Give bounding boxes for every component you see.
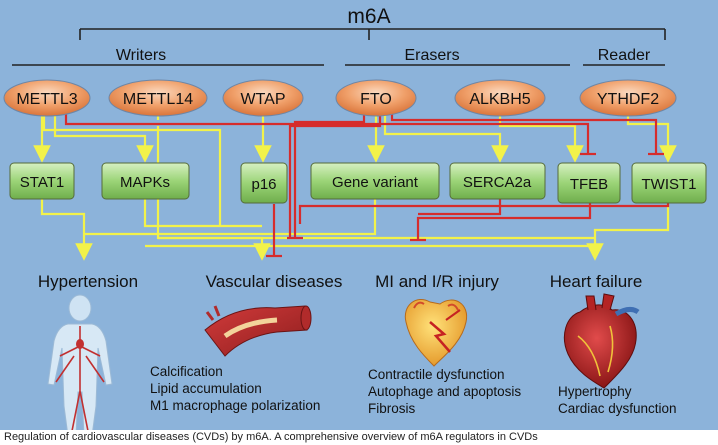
vascular-effects: Calcification Lipid accumulation M1 macr… bbox=[150, 364, 320, 413]
target-gene-variant[interactable]: Gene variant bbox=[310, 162, 440, 200]
effect-contractile-dysfunction: Contractile dysfunction bbox=[368, 367, 505, 382]
target-tfeb[interactable]: TFEB bbox=[557, 162, 621, 204]
regulator-ythdf2[interactable]: YTHDF2 bbox=[579, 79, 677, 117]
m6a-bracket bbox=[79, 28, 666, 40]
mi-effects: Contractile dysfunction Autophage and ap… bbox=[368, 367, 521, 416]
svg-text:YTHDF2: YTHDF2 bbox=[597, 91, 659, 108]
hf-effects: Hypertrophy Cardiac dysfunction bbox=[558, 384, 677, 416]
group-reader: Reader bbox=[598, 47, 651, 64]
svg-text:Gene variant: Gene variant bbox=[332, 174, 419, 191]
svg-text:p16: p16 bbox=[251, 176, 276, 193]
svg-text:METTL3: METTL3 bbox=[16, 91, 77, 108]
effect-hypertrophy: Hypertrophy bbox=[558, 384, 632, 399]
group-writers: Writers bbox=[116, 47, 166, 64]
regulator-fto[interactable]: FTO bbox=[335, 79, 417, 117]
m6a-diagram: m6A Writers Erasers Reader bbox=[3, 5, 707, 430]
svg-text:WTAP: WTAP bbox=[240, 91, 285, 108]
svg-text:TFEB: TFEB bbox=[570, 176, 608, 193]
figure-caption: Regulation of cardiovascular diseases (C… bbox=[0, 430, 718, 445]
regulator-wtap[interactable]: WTAP bbox=[222, 79, 304, 117]
svg-text:METTL14: METTL14 bbox=[123, 91, 193, 108]
effect-lipid-accumulation: Lipid accumulation bbox=[150, 381, 262, 396]
effect-autophage-apoptosis: Autophage and apoptosis bbox=[368, 384, 521, 399]
disease-mi-ir: MI and I/R injury bbox=[375, 272, 499, 291]
regulator-alkbh5[interactable]: ALKBH5 bbox=[454, 79, 546, 117]
effect-cardiac-dysfunction: Cardiac dysfunction bbox=[558, 401, 677, 416]
disease-vascular: Vascular diseases bbox=[206, 272, 343, 291]
target-mapks[interactable]: MAPKs bbox=[101, 162, 190, 200]
disease-heart-failure: Heart failure bbox=[550, 272, 643, 291]
target-serca2a[interactable]: SERCA2a bbox=[449, 162, 546, 200]
group-erasers: Erasers bbox=[404, 47, 459, 64]
svg-text:SERCA2a: SERCA2a bbox=[463, 174, 532, 191]
effect-m1-macrophage: M1 macrophage polarization bbox=[150, 398, 320, 413]
human-vascular-system-icon bbox=[47, 294, 113, 430]
svg-text:MAPKs: MAPKs bbox=[120, 174, 170, 191]
target-p16[interactable]: p16 bbox=[240, 162, 288, 204]
effect-fibrosis: Fibrosis bbox=[368, 401, 416, 416]
target-stat1[interactable]: STAT1 bbox=[9, 162, 75, 200]
svg-text:TWIST1: TWIST1 bbox=[642, 176, 697, 193]
target-twist1[interactable]: TWIST1 bbox=[631, 162, 707, 204]
svg-text:FTO: FTO bbox=[360, 91, 392, 108]
effect-calcification: Calcification bbox=[150, 364, 223, 379]
svg-text:ALKBH5: ALKBH5 bbox=[469, 91, 530, 108]
diagram-title: m6A bbox=[347, 5, 390, 28]
injured-heart-icon bbox=[404, 299, 468, 367]
anatomical-heart-icon bbox=[564, 293, 640, 389]
regulator-mettl3[interactable]: METTL3 bbox=[3, 79, 91, 117]
svg-text:STAT1: STAT1 bbox=[20, 174, 64, 191]
regulator-mettl14[interactable]: METTL14 bbox=[108, 79, 208, 117]
blood-vessel-icon bbox=[204, 305, 312, 357]
disease-hypertension: Hypertension bbox=[38, 272, 138, 291]
